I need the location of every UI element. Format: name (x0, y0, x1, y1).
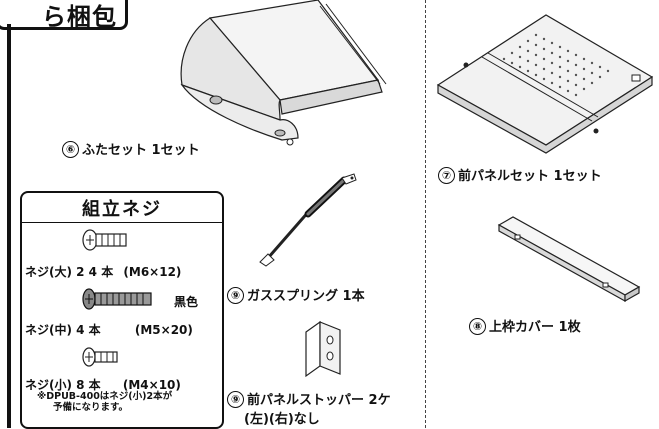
screw-medium-label: ネジ(中) 4 本 (M5×20) (25, 321, 193, 338)
screw-small-name: ネジ(小) 8 本 (25, 378, 101, 392)
screw-small-icon (82, 347, 118, 367)
screw-medium-name: ネジ(中) 4 本 (25, 323, 101, 337)
section-title-tag: ら梱包 (0, 0, 128, 31)
part-8-number: ⑧ (469, 318, 486, 335)
screw-box (20, 191, 224, 429)
screw-box-title-rule (22, 222, 222, 223)
screw-note-line-1: ※DPUB-400はネジ(小)2本が (37, 391, 173, 402)
screw-small-size: (M4×10) (122, 378, 181, 392)
screw-large-icon (82, 229, 127, 251)
part-9-gas-number: ⑨ (227, 287, 244, 304)
screw-large-name: ネジ(大) 2 4 本 (25, 265, 114, 279)
left-rule (7, 24, 11, 428)
screw-medium-color: 黒色 (174, 295, 199, 309)
screw-large-size: (M6×12) (123, 265, 182, 279)
screw-medium-icon (82, 288, 152, 310)
dashed-divider (425, 0, 426, 428)
part-9-stopper-number: ⑨ (227, 391, 244, 408)
section-title: ら梱包 (42, 3, 117, 31)
upper-frame-cover-illustration (497, 216, 641, 303)
front-panel-illustration (436, 14, 654, 154)
gas-spring-illustration (259, 173, 357, 267)
screw-small-label: ネジ(小) 8 本 (M4×10) (25, 376, 181, 393)
part-7-label: 前パネルセット 1セット (458, 169, 602, 184)
screw-note-line-2: 予備になります。 (53, 402, 129, 413)
screw-medium-size: (M5×20) (134, 323, 193, 337)
part-9-stopper-label: 前パネルストッパー 2ケ (247, 393, 391, 408)
part-6-label: ふたセット 1セット (82, 143, 200, 158)
part-8-label: 上枠カバー 1枚 (489, 320, 581, 335)
part-7-number: ⑦ (438, 167, 455, 184)
front-panel-stopper-illustration (305, 320, 341, 378)
part-6-number: ⑥ (62, 141, 79, 158)
screw-large-label: ネジ(大) 2 4 本 (M6×12) (25, 263, 181, 280)
part-9-stopper-sub: (左)(右)なし (244, 412, 320, 427)
lid-set-illustration (180, 0, 387, 146)
screw-box-title: 組立ネジ (82, 199, 162, 220)
part-9-gas-label: ガススプリング 1本 (247, 289, 365, 304)
screw-note: ※DPUB-400はネジ(小)2本が 予備になります。 (37, 391, 172, 413)
